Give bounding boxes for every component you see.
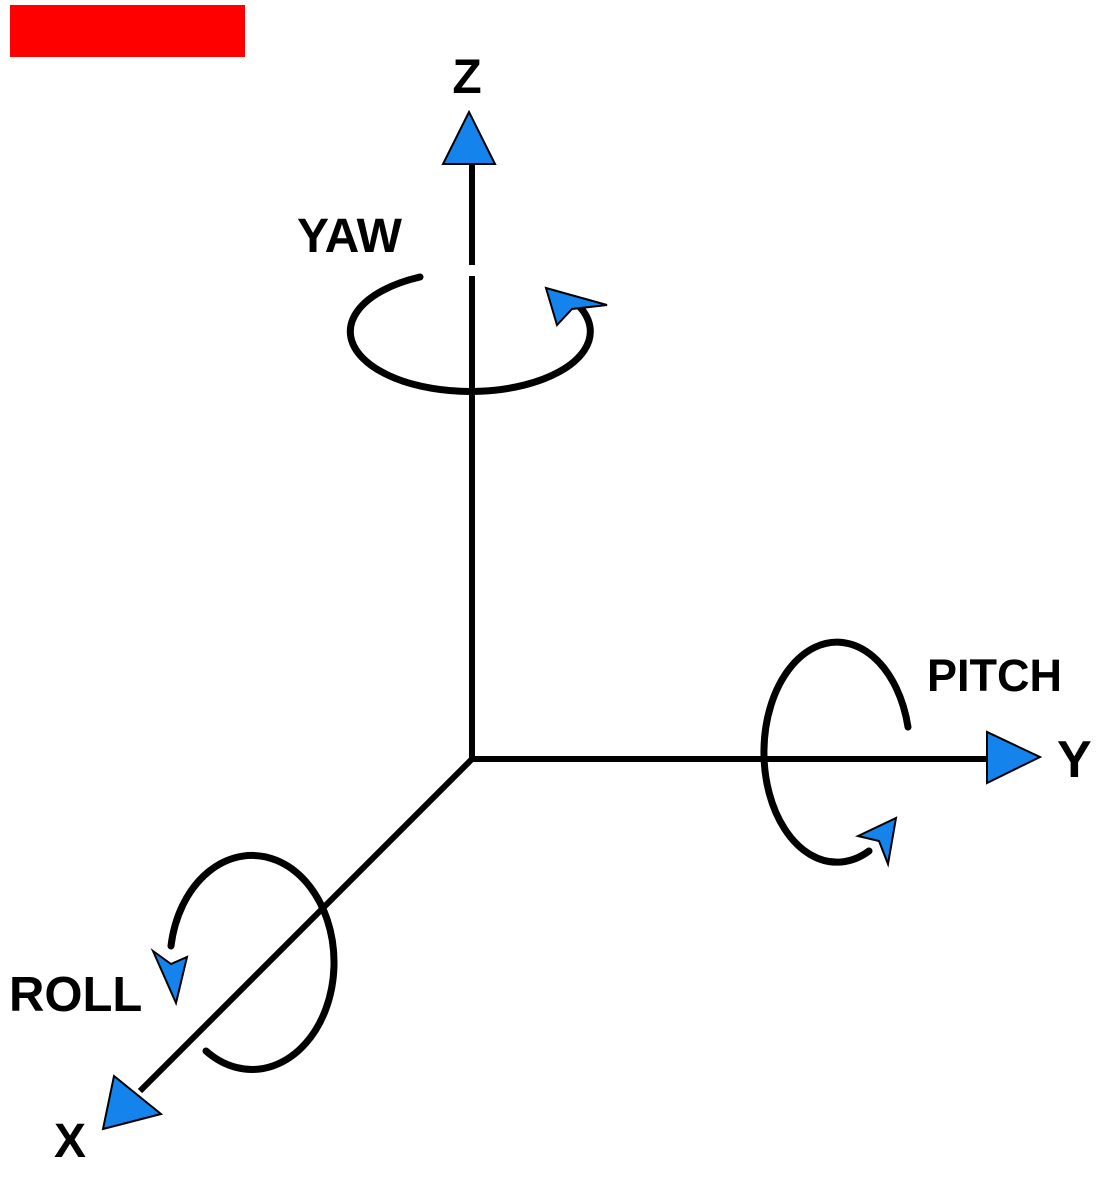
z-axis-label: Z (452, 51, 481, 104)
z-axis: Z (441, 51, 497, 762)
yaw-arrow-tip-icon (544, 286, 608, 327)
roll-rotation-arc (167, 852, 338, 1073)
y-axis-arrowhead-icon (986, 730, 1043, 785)
roll-label: ROLL (9, 968, 142, 1022)
yaw-rotation-arc (346, 273, 594, 395)
pitch-rotation: PITCH (760, 638, 1062, 868)
roll-arrow-tip-icon (150, 948, 189, 1007)
roll-rotation: ROLL (9, 852, 338, 1073)
y-axis: Y (470, 730, 1092, 789)
red-redaction-box (10, 5, 245, 57)
y-axis-label: Y (1057, 731, 1092, 789)
pitch-label: PITCH (927, 650, 1062, 701)
z-axis-arrowhead-icon (441, 109, 497, 165)
pitch-arrow-tip-icon (855, 816, 898, 868)
x-axis: X (54, 756, 475, 1168)
x-axis-line (137, 756, 475, 1094)
pitch-rotation-arc (760, 638, 912, 866)
yaw-rotation: YAW (297, 210, 608, 395)
x-axis-arrowhead-icon (101, 1074, 164, 1131)
yaw-label: YAW (297, 210, 403, 263)
x-axis-label: X (54, 1115, 86, 1168)
